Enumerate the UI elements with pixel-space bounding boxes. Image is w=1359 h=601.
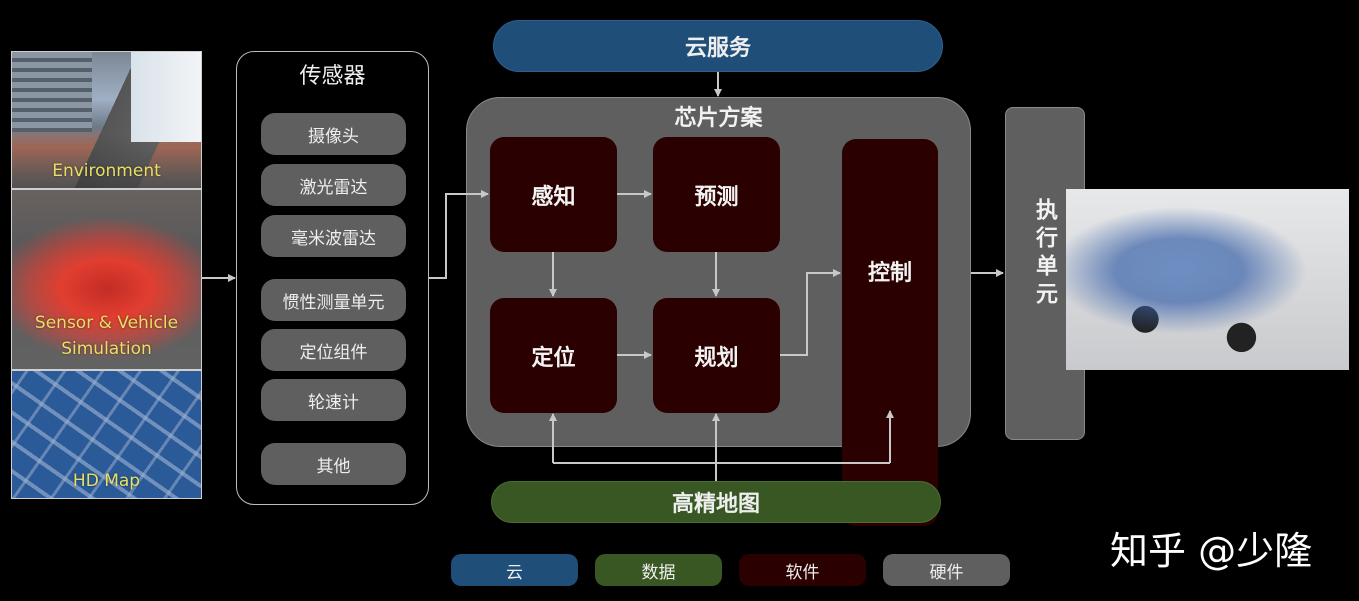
vehicle-image <box>1066 189 1349 370</box>
localization-module: 定位 <box>490 298 617 413</box>
legend-hardware: 硬件 <box>883 554 1010 586</box>
legend-data: 数据 <box>595 554 722 586</box>
cloud-service-bar: 云服务 <box>493 20 943 72</box>
sensor-wheel-speed: 轮速计 <box>261 379 406 421</box>
sensors-title: 传感器 <box>299 64 366 89</box>
line-hd-map-bus <box>553 462 890 481</box>
sensor-other: 其他 <box>261 443 406 485</box>
environment-label: Environment <box>52 161 161 181</box>
hd-map-image-label: HD Map <box>72 471 141 491</box>
hd-map-image: HD Map <box>11 370 202 499</box>
sensor-vehicle-label-line2: Simulation <box>61 339 152 359</box>
sensors-panel: 传感器 摄像头 激光雷达 毫米波雷达 惯性测量单元 定位组件 轮速计 其他 <box>236 51 429 505</box>
execution-unit-label: 执行单元 <box>1032 197 1058 310</box>
sensor-vehicle-simulation-image: Sensor & Vehicle Simulation <box>11 189 202 370</box>
chip-solution-panel: 芯片方案 感知 预测 定位 规划 控制 <box>466 97 971 526</box>
sensor-camera: 摄像头 <box>261 113 406 155</box>
legend-software: 软件 <box>739 554 866 586</box>
control-module: 控制 <box>842 139 938 526</box>
hd-map-bar: 高精地图 <box>491 481 941 523</box>
watermark: 知乎 @少隆 <box>1110 529 1313 573</box>
sensor-imu: 惯性测量单元 <box>261 279 406 321</box>
sensor-vehicle-label-line1: Sensor & Vehicle <box>34 313 179 333</box>
perception-module: 感知 <box>490 137 617 252</box>
legend-cloud: 云 <box>451 554 578 586</box>
sensor-mmwave-radar: 毫米波雷达 <box>261 215 406 257</box>
prediction-module: 预测 <box>653 137 780 252</box>
sensor-lidar: 激光雷达 <box>261 164 406 206</box>
environment-image: Environment <box>11 51 202 189</box>
planning-module: 规划 <box>653 298 780 413</box>
sensor-positioning: 定位组件 <box>261 329 406 371</box>
chip-solution-title: 芯片方案 <box>674 105 763 131</box>
